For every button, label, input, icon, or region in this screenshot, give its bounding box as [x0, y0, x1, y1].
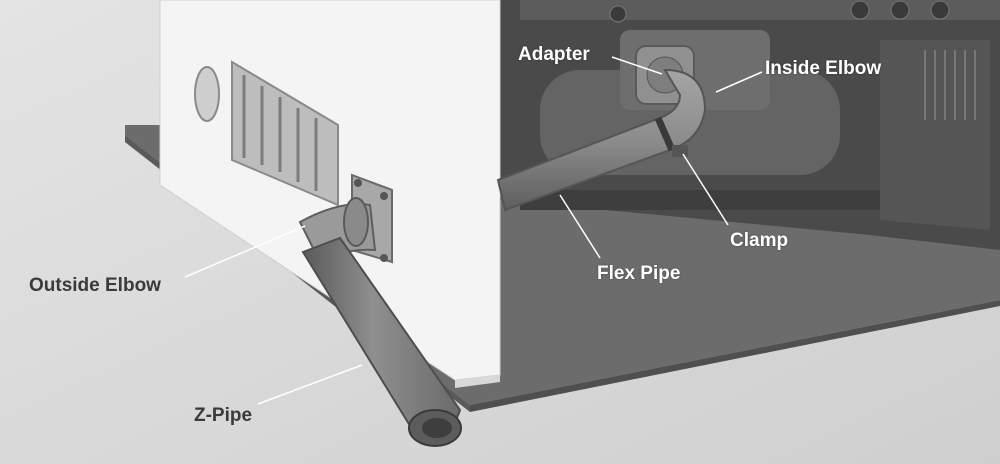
bolt-icon — [380, 192, 388, 200]
panel-knob-icon — [930, 0, 950, 20]
bolt-icon — [354, 179, 362, 187]
panel-knob-icon — [609, 5, 627, 23]
z-pipe-hole — [422, 418, 452, 438]
label-flex-pipe: Flex Pipe — [597, 263, 681, 284]
leader-lines — [184, 56, 763, 405]
side-vent — [924, 50, 976, 120]
round-vent-icon — [194, 66, 220, 122]
base-plate-edge — [470, 300, 1000, 412]
label-outside-elbow: Outside Elbow — [29, 275, 161, 296]
side-frame — [880, 40, 990, 230]
panel-knob-icon — [890, 0, 910, 20]
panel-knob-icon — [850, 0, 870, 20]
clamp-screw — [672, 145, 688, 157]
label-inside-elbow: Inside Elbow — [765, 58, 882, 79]
louver-vent — [231, 60, 339, 207]
label-clamp: Clamp — [730, 230, 789, 251]
elbow-coupling — [343, 197, 369, 247]
bolt-icon — [380, 254, 388, 262]
cabinet-bottom-edge — [455, 375, 500, 388]
flex-pipe-shape — [496, 68, 707, 212]
control-panel — [520, 0, 1000, 20]
engine-rail — [520, 190, 880, 210]
clamp-band — [654, 116, 676, 152]
label-z-pipe: Z-Pipe — [194, 405, 253, 426]
louver-slats — [242, 75, 318, 191]
label-adapter: Adapter — [518, 44, 590, 65]
